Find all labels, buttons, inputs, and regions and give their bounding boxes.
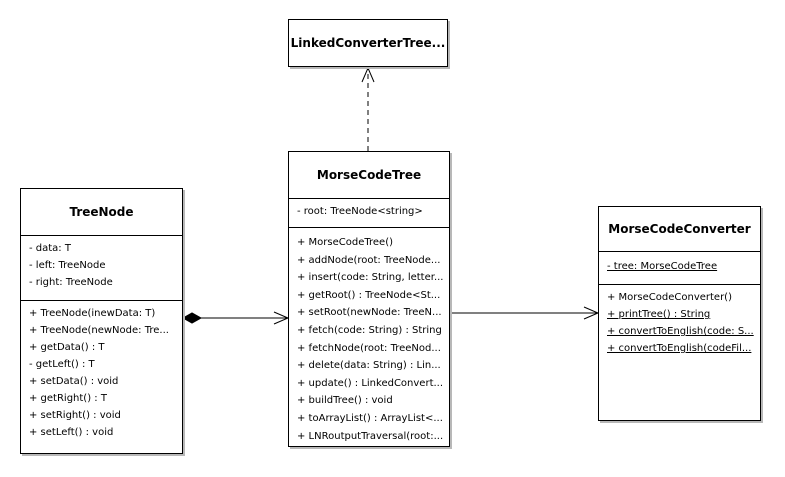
realization-arrowhead <box>361 66 375 83</box>
class-name: TreeNode <box>69 205 134 219</box>
tree-node-class[interactable]: TreeNode - data: T - left: TreeNode - ri… <box>20 188 183 454</box>
operation: + setData() : void <box>29 376 119 387</box>
operations-compartment: + MorseCodeConverter() + printTree() : S… <box>599 284 760 357</box>
attributes-compartment: - root: TreeNode<string> <box>289 198 449 227</box>
operation: + MorseCodeTree() <box>297 237 394 248</box>
operation: + fetch(code: String) : String <box>297 324 442 336</box>
operation: + buildTree() : void <box>297 395 393 407</box>
operations-compartment: + MorseCodeTree() + addNode(root: TreeNo… <box>289 227 449 445</box>
operation: + setRoot(newNode: TreeN... <box>297 307 442 319</box>
composition-diamond <box>181 312 203 324</box>
operation: + TreeNode(newNode: Tre... <box>29 325 169 336</box>
attribute: - root: TreeNode<string> <box>297 206 423 217</box>
operation: + update() : LinkedConvert... <box>297 377 444 389</box>
attribute: - right: TreeNode <box>29 277 113 288</box>
operation: - getLeft() : T <box>29 359 95 370</box>
operation: + setRight() : void <box>29 410 121 421</box>
class-name: MorseCodeTree <box>316 168 422 182</box>
operation: + TreeNode(inewData: T) <box>29 308 156 319</box>
attributes-compartment: - tree: MorseCodeTree <box>599 251 760 284</box>
operations-compartment: + TreeNode(inewData: T) + TreeNode(newNo… <box>21 300 182 441</box>
morse-code-tree-class[interactable]: MorseCodeTree - root: TreeNode<string> +… <box>288 151 450 447</box>
operation: + toArrayList() : ArrayList<... <box>297 412 443 424</box>
operation: + getData() : T <box>29 342 105 353</box>
static-attribute: - tree: MorseCodeTree <box>607 261 718 272</box>
static-operation: + convertToEnglish(code: S... <box>607 326 754 337</box>
operation: + fetchNode(root: TreeNod... <box>297 342 441 354</box>
class-name: LinkedConverterTree... <box>290 36 446 50</box>
operation: + insert(code: String, letter... <box>297 272 444 284</box>
operation: + getRoot() : TreeNode<St... <box>297 289 441 301</box>
operation: + LNRoutputTraversal(root:... <box>297 430 444 442</box>
morse-code-converter-class[interactable]: MorseCodeConverter - tree: MorseCodeTree… <box>598 206 761 421</box>
linked-converter-tree-class[interactable]: LinkedConverterTree... <box>288 19 448 67</box>
operation: + delete(data: String) : Lin... <box>297 360 441 372</box>
operation: + setLeft() : void <box>29 427 114 438</box>
class-name: MorseCodeConverter <box>608 222 751 236</box>
attribute: - left: TreeNode <box>29 260 106 271</box>
attribute: - data: T <box>29 243 71 254</box>
static-operation: + printTree() : String <box>607 309 711 320</box>
attributes-compartment: - data: T - left: TreeNode - right: Tree… <box>21 235 182 300</box>
operation: + addNode(root: TreeNode... <box>297 254 441 266</box>
operation: + getRight() : T <box>29 393 107 404</box>
static-operation: + convertToEnglish(codeFil... <box>607 343 752 354</box>
operation: + MorseCodeConverter() <box>607 292 732 303</box>
